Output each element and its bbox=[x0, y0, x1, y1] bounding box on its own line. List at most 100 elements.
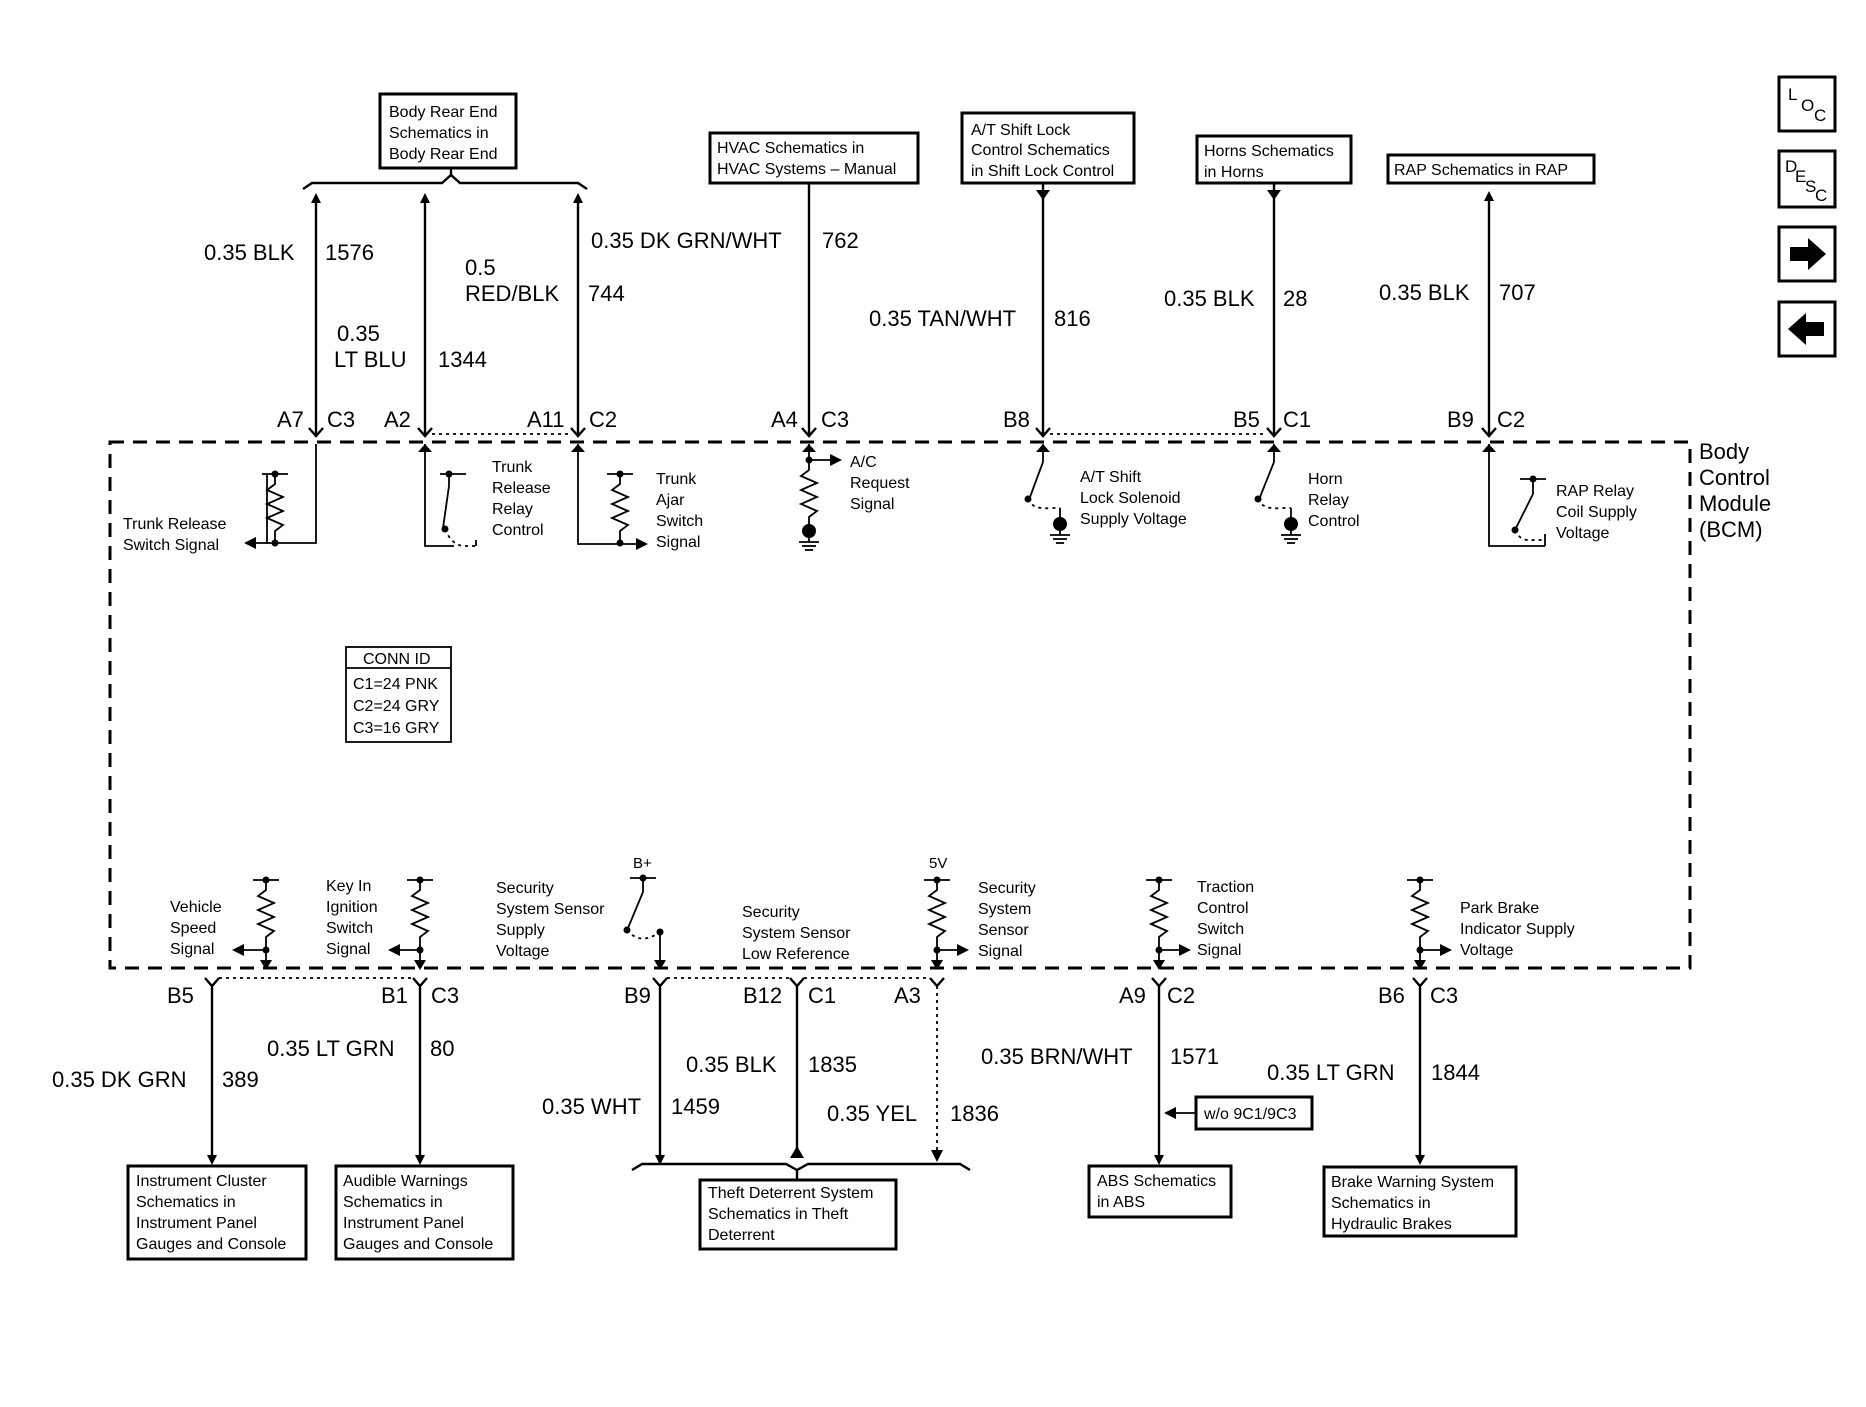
svg-text:Switch Signal: Switch Signal bbox=[123, 537, 219, 554]
svg-text:Security: Security bbox=[496, 880, 554, 897]
wire-color-816: 0.35 TAN/WHT bbox=[869, 306, 1016, 331]
reference-voltage-label: 5V bbox=[929, 855, 947, 872]
ref-abs[interactable]: ABS Schematics in ABS bbox=[1087, 1164, 1233, 1219]
wire-color-744: RED/BLK bbox=[465, 281, 559, 306]
ref-horns[interactable]: Horns Schematics in Horns bbox=[1195, 134, 1353, 185]
svg-text:Relay: Relay bbox=[492, 501, 533, 518]
svg-text:Switch: Switch bbox=[1197, 921, 1244, 938]
circuit-number-1836: 1836 bbox=[950, 1101, 999, 1126]
wire-color-1576: 0.35 BLK bbox=[204, 240, 295, 265]
right-arrow-icon bbox=[1790, 238, 1826, 270]
circuit-number-389: 389 bbox=[222, 1067, 259, 1092]
circuit-number-28: 28 bbox=[1283, 286, 1307, 311]
shift-lock-solenoid-supply: A/T Shift Lock Solenoid Supply Voltage bbox=[1024, 444, 1187, 544]
ref-instrument-cluster[interactable]: Instrument Cluster Schematics in Instrum… bbox=[126, 1164, 308, 1261]
rap-relay-coil-supply: RAP Relay Coil Supply Voltage bbox=[1482, 444, 1637, 547]
next-page-button[interactable] bbox=[1777, 225, 1837, 283]
wire-color-1344: LT BLU bbox=[334, 347, 407, 372]
svg-text:Horn: Horn bbox=[1308, 471, 1343, 488]
svg-text:Low Reference: Low Reference bbox=[742, 946, 850, 963]
security-sensor-supply: B+ Security System Sensor Supply Voltage bbox=[496, 855, 666, 970]
desc-letter: S bbox=[1805, 177, 1816, 196]
wire-color-707: 0.35 BLK bbox=[1379, 280, 1470, 305]
svg-text:C2: C2 bbox=[1167, 983, 1195, 1008]
svg-text:Hydraulic Brakes: Hydraulic Brakes bbox=[1331, 1216, 1452, 1233]
ref-audible-warnings[interactable]: Audible Warnings Schematics in Instrumen… bbox=[334, 1164, 515, 1261]
svg-text:C3: C3 bbox=[327, 407, 355, 432]
svg-text:C2: C2 bbox=[589, 407, 617, 432]
svg-text:A4: A4 bbox=[771, 407, 798, 432]
svg-text:System: System bbox=[978, 901, 1031, 918]
description-button[interactable]: D E S C bbox=[1777, 149, 1837, 209]
svg-text:C3: C3 bbox=[431, 983, 459, 1008]
svg-text:Speed: Speed bbox=[170, 920, 216, 937]
wire-color-80: 0.35 LT GRN bbox=[267, 1036, 395, 1061]
ref-rap[interactable]: RAP Schematics in RAP bbox=[1386, 153, 1596, 185]
circuit-number-762: 762 bbox=[822, 228, 859, 253]
svg-text:Module: Module bbox=[1699, 491, 1771, 516]
svg-text:Sensor: Sensor bbox=[978, 922, 1029, 939]
svg-text:Switch: Switch bbox=[326, 920, 373, 937]
wire-color-762: 0.35 DK GRN/WHT bbox=[591, 228, 782, 253]
svg-text:RAP Relay: RAP Relay bbox=[1556, 483, 1634, 500]
wire-color-1836: 0.35 YEL bbox=[827, 1101, 917, 1126]
svg-text:Theft Deterrent System: Theft Deterrent System bbox=[708, 1185, 873, 1202]
key-in-ignition-input: Key In Ignition Switch Signal bbox=[326, 876, 433, 970]
bottom-pin-labels: B5 B1 C3 B9 B12 C1 A3 A9 C2 B6 C3 bbox=[167, 983, 1458, 1008]
trunk-release-switch-input: Trunk Release Switch Signal bbox=[123, 444, 317, 554]
svg-text:Signal: Signal bbox=[656, 534, 700, 551]
previous-page-button[interactable] bbox=[1777, 300, 1837, 358]
svg-text:Traction: Traction bbox=[1197, 879, 1254, 896]
svg-text:Request: Request bbox=[850, 475, 910, 492]
svg-text:in Shift Lock Control: in Shift Lock Control bbox=[971, 163, 1114, 180]
svg-text:Schematics in: Schematics in bbox=[389, 125, 489, 142]
svg-text:Body Rear End: Body Rear End bbox=[389, 104, 498, 121]
circuit-number-1835: 1835 bbox=[808, 1052, 857, 1077]
svg-text:Schematics in: Schematics in bbox=[343, 1194, 443, 1211]
svg-text:B6: B6 bbox=[1378, 983, 1405, 1008]
svg-text:Control: Control bbox=[1699, 465, 1770, 490]
svg-text:A9: A9 bbox=[1119, 983, 1146, 1008]
svg-text:A7: A7 bbox=[277, 407, 304, 432]
svg-text:C1=24 PNK: C1=24 PNK bbox=[353, 676, 438, 693]
svg-text:HVAC Schematics in: HVAC Schematics in bbox=[717, 140, 864, 157]
desc-letter: E bbox=[1795, 167, 1806, 186]
svg-text:Control: Control bbox=[1197, 900, 1249, 917]
svg-text:Voltage: Voltage bbox=[1556, 525, 1609, 542]
ref-brake-warning[interactable]: Brake Warning System Schematics in Hydra… bbox=[1322, 1165, 1518, 1238]
svg-text:Trunk: Trunk bbox=[492, 459, 533, 476]
ref-theft-deterrent[interactable]: Theft Deterrent System Schematics in The… bbox=[698, 1178, 898, 1251]
svg-text:Supply Voltage: Supply Voltage bbox=[1080, 511, 1187, 528]
svg-text:A2: A2 bbox=[384, 407, 411, 432]
svg-text:Horns Schematics: Horns Schematics bbox=[1204, 143, 1334, 160]
svg-text:Body Rear End: Body Rear End bbox=[389, 146, 498, 163]
svg-text:Coil Supply: Coil Supply bbox=[1556, 504, 1637, 521]
horn-relay-control: Horn Relay Control bbox=[1254, 444, 1360, 544]
svg-text:C3: C3 bbox=[1430, 983, 1458, 1008]
ref-body-rear-end[interactable]: Body Rear End Schematics in Body Rear En… bbox=[378, 92, 518, 170]
svg-text:A/T Shift Lock: A/T Shift Lock bbox=[971, 122, 1071, 139]
svg-text:Indicator Supply: Indicator Supply bbox=[1460, 921, 1575, 938]
svg-text:(BCM): (BCM) bbox=[1699, 517, 1763, 542]
svg-text:HVAC Systems – Manual: HVAC Systems – Manual bbox=[717, 161, 896, 178]
wire-color-1459: 0.35 WHT bbox=[542, 1094, 641, 1119]
ac-request-input: A/C Request Signal bbox=[798, 444, 910, 551]
option-note: w/o 9C1/9C3 bbox=[1164, 1095, 1314, 1131]
svg-text:in Horns: in Horns bbox=[1204, 164, 1264, 181]
loc-letter: L bbox=[1788, 85, 1797, 104]
ref-hvac[interactable]: HVAC Schematics in HVAC Systems – Manual bbox=[708, 131, 920, 185]
ref-shift-lock[interactable]: A/T Shift Lock Control Schematics in Shi… bbox=[960, 111, 1136, 185]
svg-text:Trunk Release: Trunk Release bbox=[123, 516, 227, 533]
svg-text:B5: B5 bbox=[167, 983, 194, 1008]
svg-text:Signal: Signal bbox=[850, 496, 894, 513]
trunk-release-relay-control: Trunk Release Relay Control bbox=[418, 444, 551, 547]
location-button[interactable]: L O C bbox=[1777, 75, 1837, 133]
circuit-number-1571: 1571 bbox=[1170, 1044, 1219, 1069]
svg-text:B8: B8 bbox=[1003, 407, 1030, 432]
svg-text:System Sensor: System Sensor bbox=[742, 925, 851, 942]
svg-text:B1: B1 bbox=[381, 983, 408, 1008]
wire-color-28: 0.35 BLK bbox=[1164, 286, 1255, 311]
svg-text:Ignition: Ignition bbox=[326, 899, 378, 916]
svg-text:B12: B12 bbox=[743, 983, 782, 1008]
